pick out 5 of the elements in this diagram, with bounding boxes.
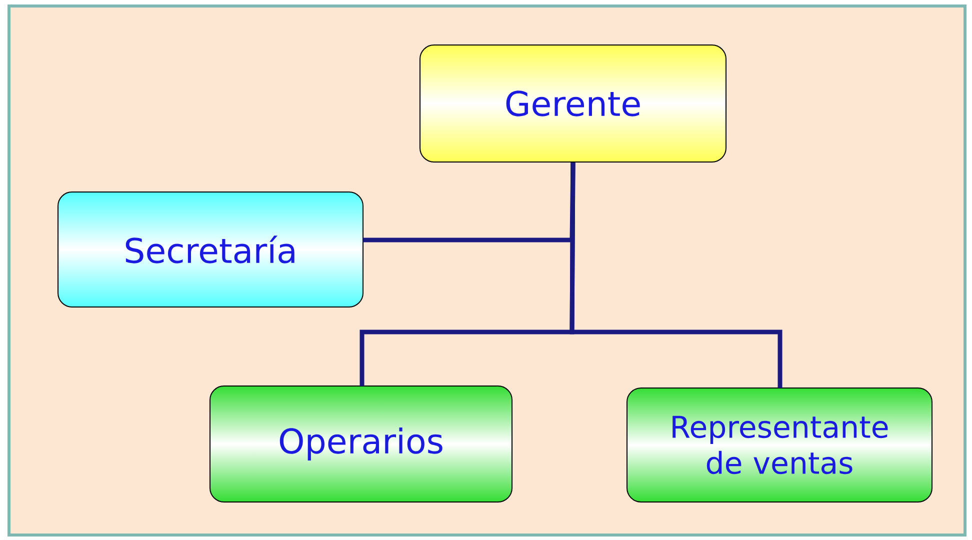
- org-box: Gerente: [420, 44, 726, 162]
- org-box: Representante de ventas: [626, 388, 932, 502]
- connector-line: [570, 162, 782, 388]
- org-box: Secretaría: [58, 192, 364, 308]
- org-box: Operarios: [210, 386, 512, 502]
